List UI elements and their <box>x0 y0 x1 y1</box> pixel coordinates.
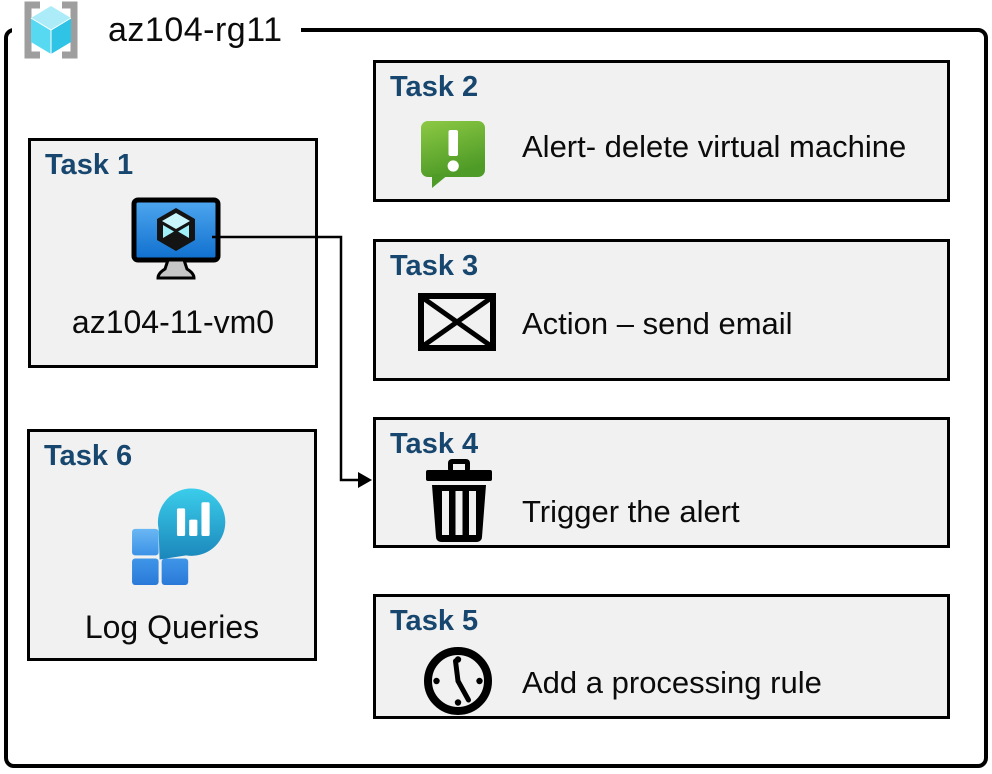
task1-box: Task 1 az104-11-vm0 <box>28 138 318 368</box>
clock-icon <box>420 645 496 717</box>
task4-title: Task 4 <box>390 428 479 460</box>
task1-title: Task 1 <box>45 149 134 181</box>
task5-box: Task 5 Add a processing rule <box>373 594 950 719</box>
alert-icon <box>420 120 486 188</box>
trash-icon <box>426 459 492 543</box>
resource-group-name: az104-rg11 <box>108 10 283 49</box>
task5-label: Add a processing rule <box>522 665 822 700</box>
task2-label: Alert- delete virtual machine <box>522 129 907 164</box>
task6-title: Task 6 <box>44 440 133 472</box>
resource-group-header: az104-rg11 <box>12 1 301 59</box>
resource-group-icon <box>16 1 86 59</box>
task4-box: Task 4 Trigger the alert <box>373 417 950 548</box>
task2-box: Task 2 Alert- delete virtual machine <box>373 60 950 202</box>
log-queries-icon <box>130 488 228 586</box>
task6-box: Task 6 <box>27 429 317 661</box>
task5-title: Task 5 <box>390 605 479 637</box>
task2-title: Task 2 <box>390 71 479 103</box>
virtual-machine-icon <box>131 197 221 285</box>
task3-box: Task 3 Action – send email <box>373 239 950 381</box>
resource-group-boundary <box>4 28 988 768</box>
task3-label: Action – send email <box>522 306 793 341</box>
email-icon <box>418 293 496 351</box>
task3-title: Task 3 <box>390 250 479 282</box>
task1-label: az104-11-vm0 <box>71 304 275 340</box>
task6-label: Log Queries <box>84 609 260 645</box>
task4-label: Trigger the alert <box>522 494 740 529</box>
